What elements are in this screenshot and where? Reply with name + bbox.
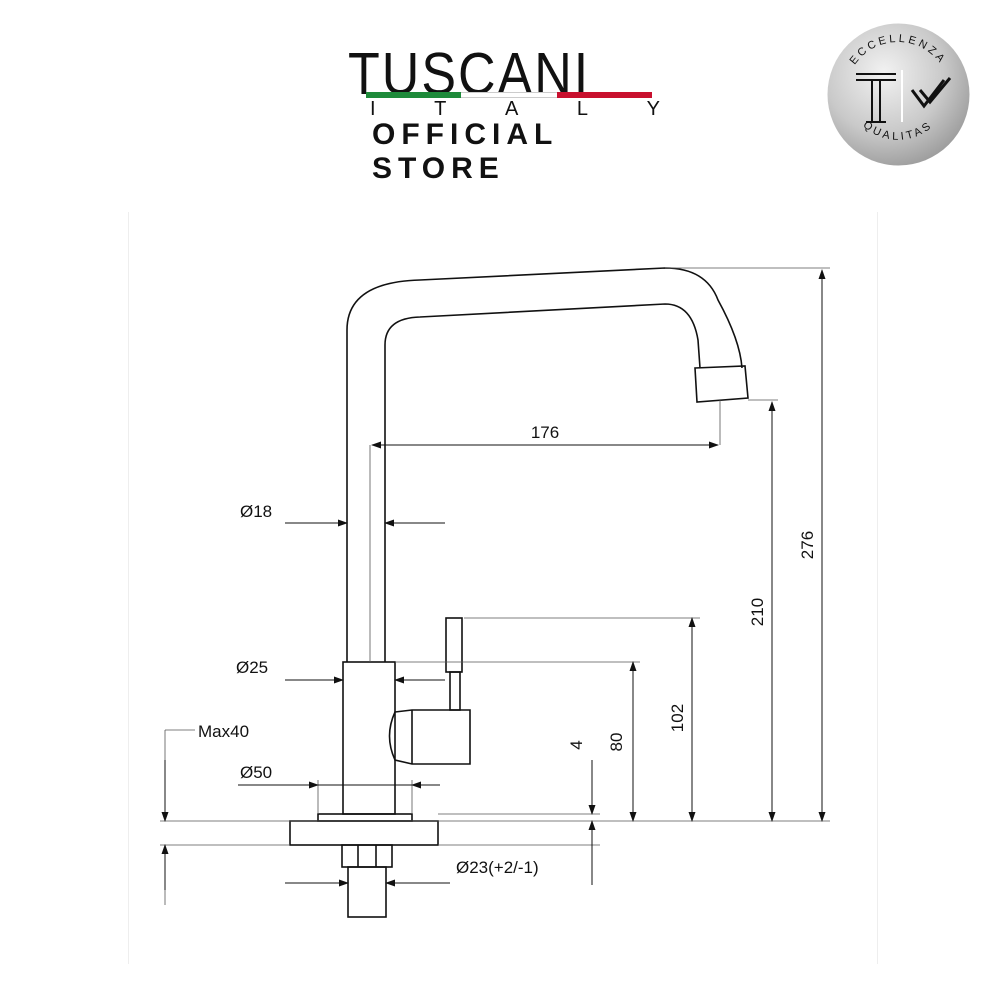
flag-white <box>461 92 557 98</box>
seal-monogram-icon <box>856 73 896 123</box>
label-spout-outlet-height: 210 <box>748 598 767 626</box>
subline-letter: A <box>504 98 519 120</box>
official-store-label: OFFICIAL STORE <box>372 118 558 185</box>
spout-inner-contour <box>384 303 701 662</box>
label-handle-axis-height: 80 <box>607 733 626 752</box>
label-body-diameter: Ø25 <box>236 658 268 677</box>
subline-letter: Y <box>646 98 660 120</box>
quality-seal: ECCELLENZA QUALITAS <box>827 23 970 166</box>
hex-nut <box>341 844 393 868</box>
subline-letter: I <box>370 98 376 120</box>
brand-logo: TUSCANI I T A L Y OFFICIAL STORE <box>330 40 670 185</box>
drawing-frame <box>128 212 878 964</box>
label-handle-top-height: 102 <box>668 704 687 732</box>
subline-letter: L <box>576 98 589 120</box>
flag-green <box>366 92 462 98</box>
mounting-base <box>289 820 439 846</box>
label-spout-reach: 176 <box>531 423 559 442</box>
label-max-thickness: Max40 <box>198 722 249 741</box>
faucet-body <box>342 661 396 815</box>
spout-outer-contour <box>346 267 743 662</box>
aerator <box>694 365 749 403</box>
handle-stem <box>449 671 461 711</box>
base-ring <box>317 813 413 822</box>
faucet-outline <box>289 267 749 918</box>
threaded-shank <box>347 866 387 918</box>
handle-knob <box>388 709 471 765</box>
label-base-diameter: Ø50 <box>240 763 272 782</box>
checkmark-icon <box>910 77 952 109</box>
brand-subline: I T A L Y <box>370 98 660 121</box>
subline-letter: T <box>434 98 447 120</box>
label-total-height: 276 <box>798 531 817 559</box>
dimension-labels: 176 Ø18 Ø25 Max40 Ø50 Ø23(+2/-1) 4 80 10… <box>198 423 817 877</box>
label-tube-diameter: Ø18 <box>240 502 272 521</box>
label-thread-diameter: Ø23(+2/-1) <box>456 858 539 877</box>
dimension-lines <box>161 269 826 890</box>
seal-disc <box>827 23 970 166</box>
extension-lines <box>160 267 830 905</box>
italian-flag-stripe <box>366 92 652 98</box>
handle-lever <box>445 617 463 673</box>
label-base-height: 4 <box>567 740 586 749</box>
flag-red <box>556 92 652 98</box>
